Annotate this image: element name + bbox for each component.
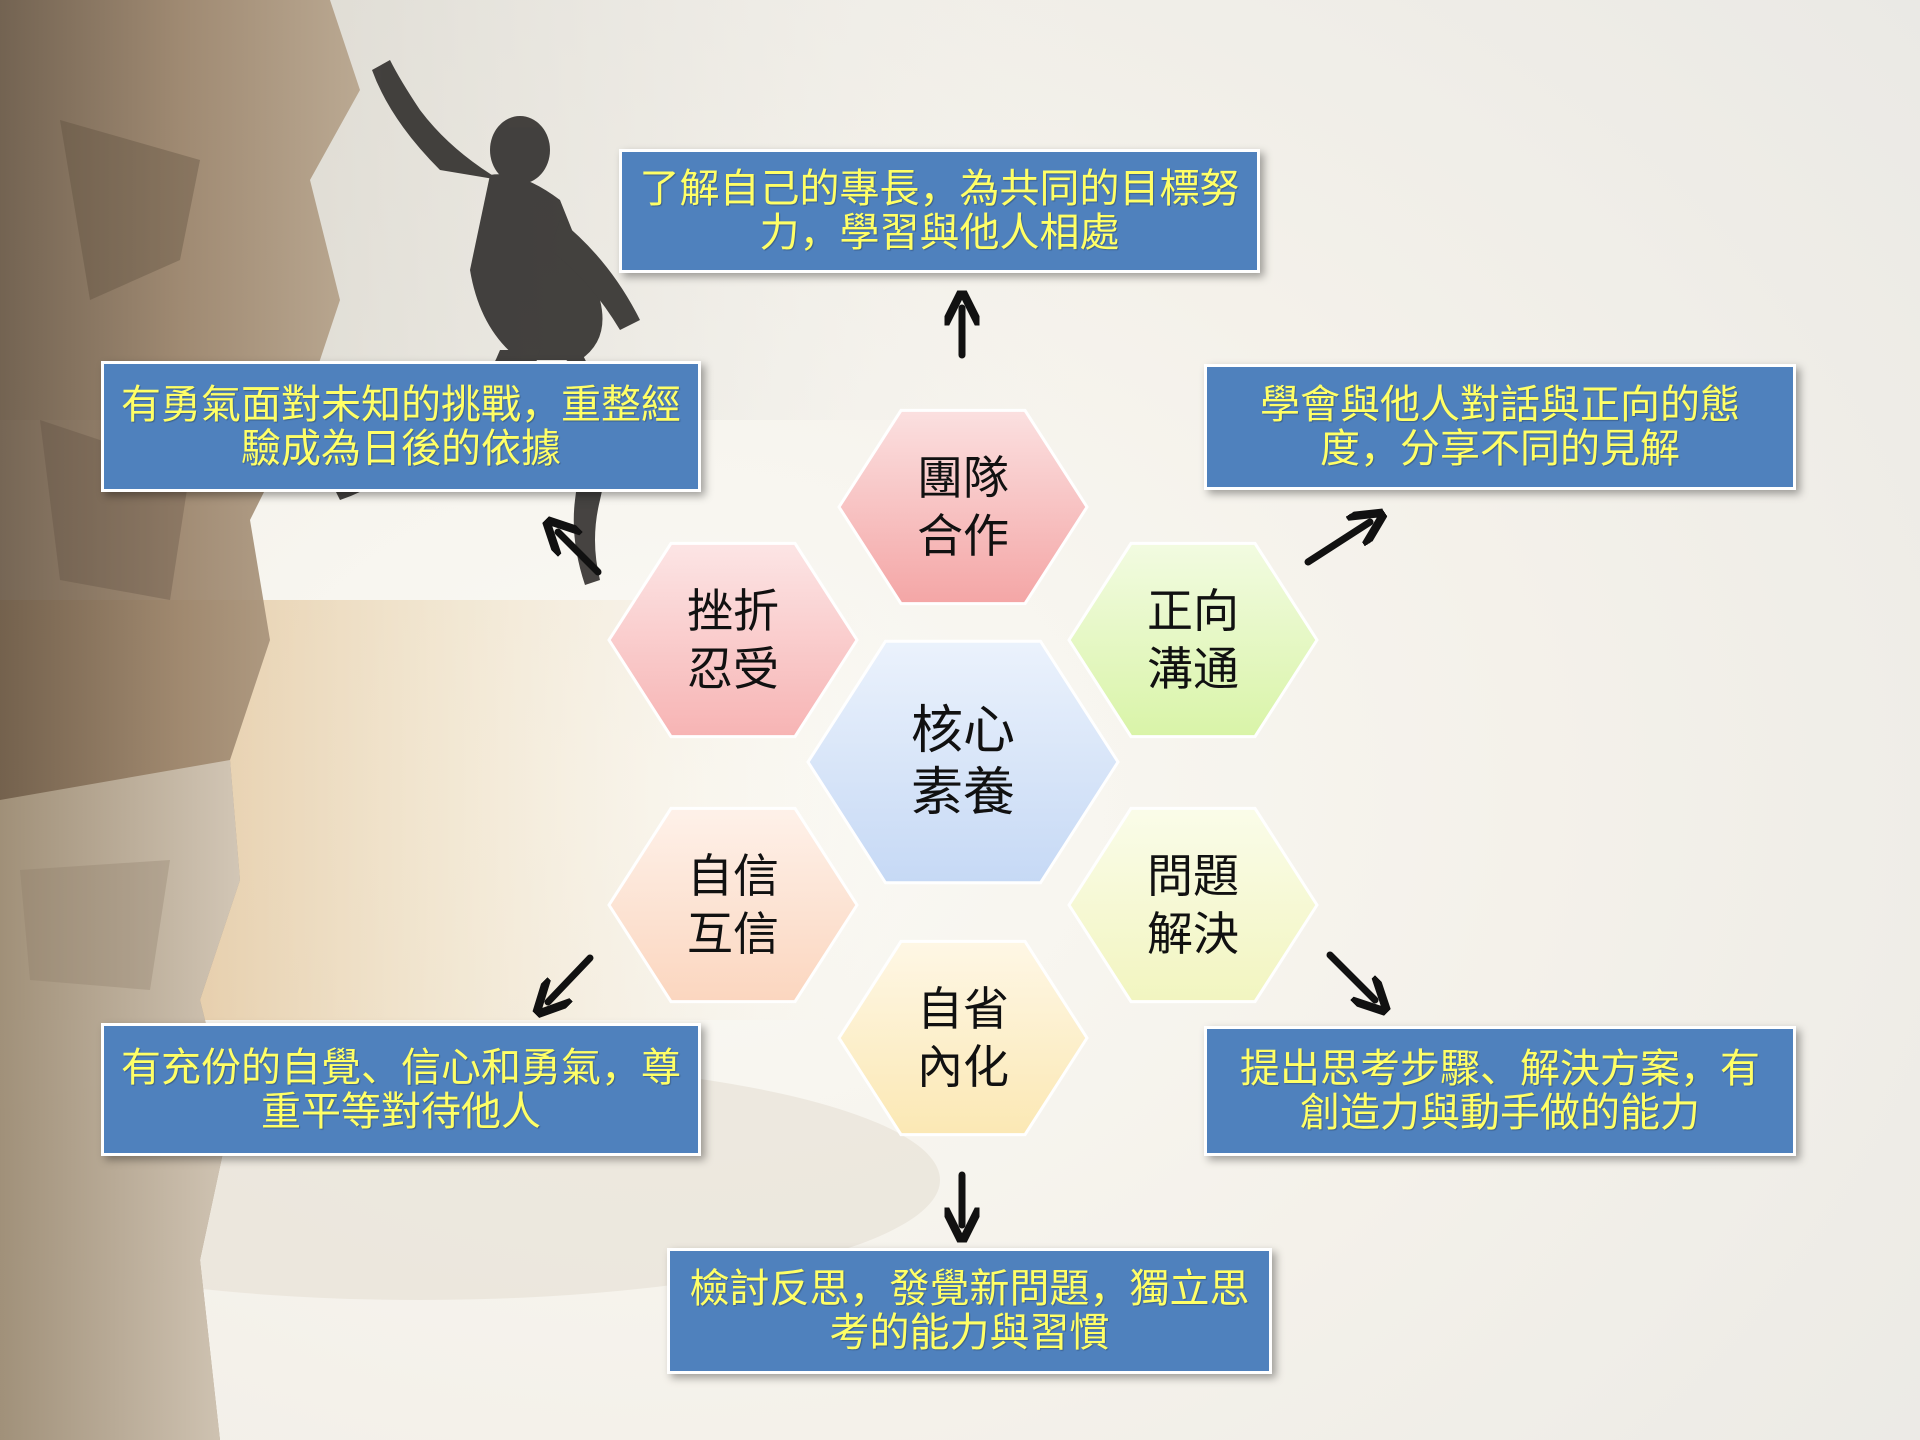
box-problem: 提出思考步驟、解決方案，有創造力與動手做的能力 xyxy=(1204,1026,1796,1156)
box-confidence-text: 有充份的自覺、信心和勇氣，尊重平等對待他人 xyxy=(121,1044,681,1135)
hexagon-reflection xyxy=(837,939,1089,1137)
arrow-down-right xyxy=(1326,951,1375,1000)
hex-label-problem: 問題 解決 xyxy=(1147,849,1239,961)
box-reflection: 檢討反思，發覺新問題，獨立思考的能力與習慣 xyxy=(667,1248,1272,1374)
box-communication: 學會與他人對話與正向的態度，分享不同的見解 xyxy=(1204,364,1796,490)
box-confidence: 有充份的自覺、信心和勇氣，尊重平等對待他人 xyxy=(101,1023,701,1156)
hexagon-communication xyxy=(1067,541,1319,739)
box-team: 了解自己的專長，為共同的目標努力，學習與他人相處 xyxy=(619,149,1260,273)
hexagon-center xyxy=(806,639,1120,885)
arrow-up-right xyxy=(1304,522,1370,566)
box-communication-text: 學會與他人對話與正向的態度，分享不同的見解 xyxy=(1260,382,1740,472)
box-frustration-text: 有勇氣面對未知的挑戰，重整經驗成為日後的依據 xyxy=(121,381,681,472)
hexagon-frustration xyxy=(607,541,859,739)
hex-label-confidence: 自信 互信 xyxy=(687,849,779,961)
hex-label-team: 團隊 合作 xyxy=(917,451,1009,563)
hex-label-communication: 正向 溝通 xyxy=(1147,584,1239,696)
box-team-text: 了解自己的專長，為共同的目標努力，學習與他人相處 xyxy=(639,166,1240,256)
hex-label-reflection: 自省 內化 xyxy=(917,982,1009,1094)
box-reflection-text: 檢討反思，發覺新問題，獨立思考的能力與習慣 xyxy=(689,1266,1250,1356)
hex-label-frustration: 挫折 忍受 xyxy=(687,584,779,696)
arrow-down-left xyxy=(548,954,594,1002)
hexagon-confidence xyxy=(607,806,859,1004)
box-frustration: 有勇氣面對未知的挑戰，重整經驗成為日後的依據 xyxy=(101,361,701,492)
hex-label-center: 核心 素養 xyxy=(910,701,1015,823)
arrow-up-left xyxy=(558,532,602,576)
hexagon-problem xyxy=(1067,806,1319,1004)
box-problem-text: 提出思考步驟、解決方案，有創造力與動手做的能力 xyxy=(1240,1046,1760,1136)
hexagon-team xyxy=(837,408,1089,606)
